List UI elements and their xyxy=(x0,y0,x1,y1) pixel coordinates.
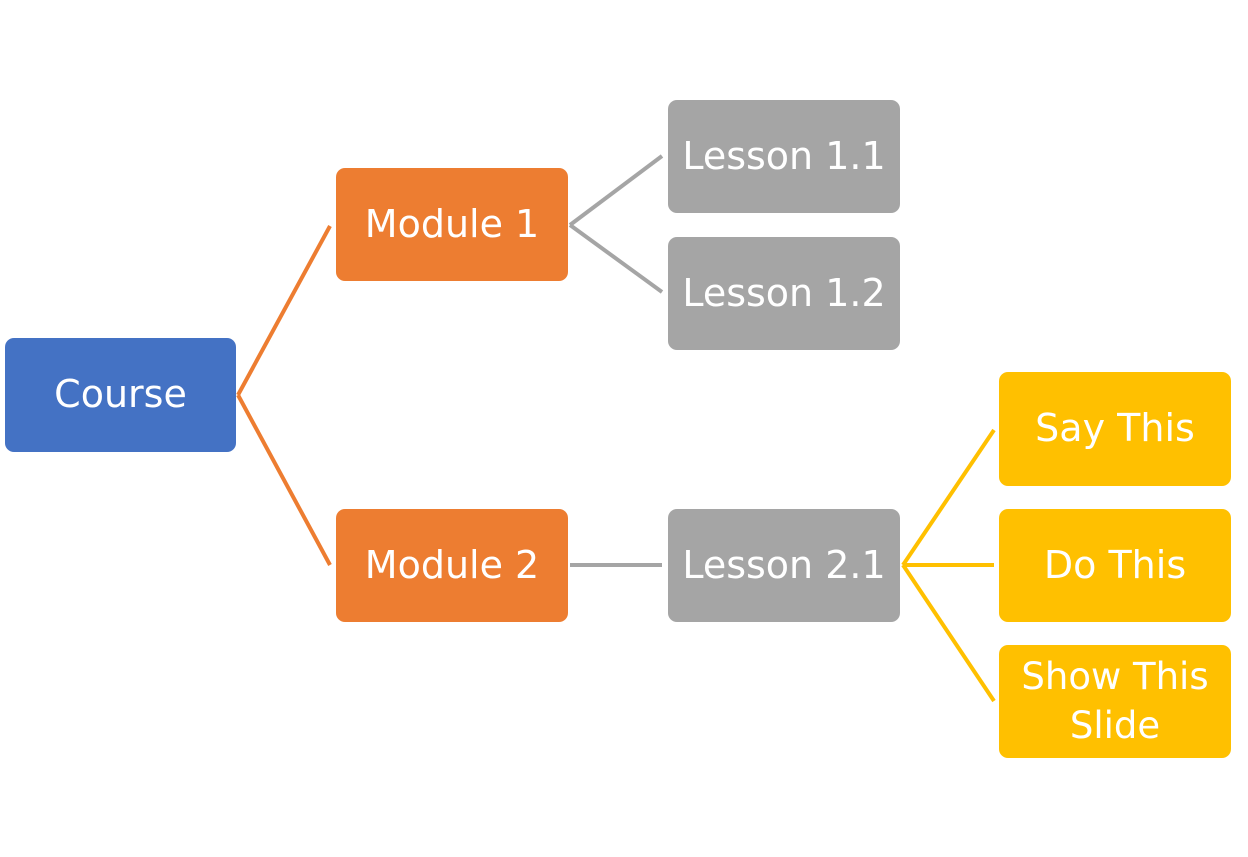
say-this-label: Say This xyxy=(1035,406,1195,451)
connector-lesson-2-1-to-show-this-slide xyxy=(901,563,996,703)
lesson-1-1-node: Lesson 1.1 xyxy=(668,100,900,213)
show-this-slide-label: Show This Slide xyxy=(1021,655,1209,747)
connector-course-to-module-2 xyxy=(236,394,332,566)
do-this-label: Do This xyxy=(1043,542,1187,587)
connector-module-1-to-lesson-1-2 xyxy=(568,223,664,294)
say-this-node: Say This xyxy=(999,372,1231,486)
module-1-node: Module 1 xyxy=(336,168,568,281)
do-this-node: Do This xyxy=(999,509,1231,622)
connector-lesson-2-1-to-say-this xyxy=(901,428,996,567)
show-this-slide-node: Show This Slide xyxy=(999,645,1231,758)
module-2-node: Module 2 xyxy=(336,509,568,622)
connector-course-to-module-1 xyxy=(236,225,332,396)
course-label: Course xyxy=(54,372,187,417)
lesson-1-2-label: Lesson 1.2 xyxy=(682,270,886,315)
course-node: Course xyxy=(5,338,236,452)
lesson-1-1-label: Lesson 1.1 xyxy=(682,133,886,178)
connector-module-1-to-lesson-1-1 xyxy=(568,154,664,227)
module-1-label: Module 1 xyxy=(364,201,540,246)
lesson-1-2-node: Lesson 1.2 xyxy=(668,237,900,350)
lesson-2-1-node: Lesson 2.1 xyxy=(668,509,900,622)
module-2-label: Module 2 xyxy=(364,542,540,587)
lesson-2-1-label: Lesson 2.1 xyxy=(682,542,886,587)
